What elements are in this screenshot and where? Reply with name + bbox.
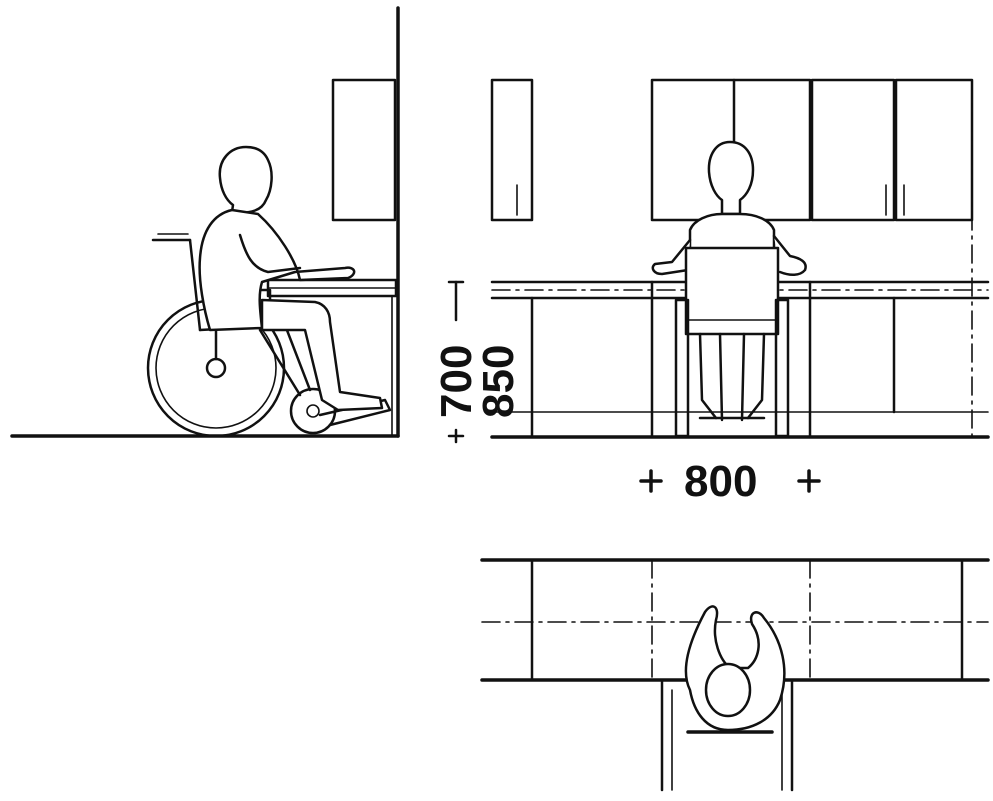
side-backrest (188, 238, 202, 332)
side-person-head (218, 145, 273, 214)
front-wall-cabinet-1 (490, 78, 534, 222)
dim-850-label: 850 (474, 345, 523, 418)
front-person-legs (698, 332, 766, 422)
front-person-head (707, 140, 755, 216)
side-frame (258, 323, 312, 397)
plan-person-wheelchair (660, 605, 794, 792)
side-caster-hub (306, 404, 320, 418)
front-wheel-left (674, 298, 690, 438)
horizontal-dimension: 800 (639, 457, 821, 506)
side-elevation (10, 6, 400, 438)
side-wall-cabinet (331, 78, 397, 222)
front-person-wheelchair (651, 140, 807, 438)
dim-800-label: 800 (684, 457, 757, 506)
front-person-hand-right (772, 234, 807, 276)
plan-person-head (704, 662, 752, 718)
side-rear-wheel-hub (205, 357, 227, 379)
front-elevation (490, 78, 990, 439)
front-wall-cabinet-3 (810, 78, 896, 222)
plan-view (480, 558, 990, 792)
front-wheel-right (774, 298, 790, 438)
dim-700-label: 700 (432, 345, 481, 418)
vertical-dimensions: 700 850 (432, 280, 523, 444)
front-wall-cabinet-4 (894, 78, 974, 222)
side-person-leg (260, 298, 384, 412)
side-person (198, 145, 384, 412)
front-wheelchair-backrest (684, 246, 780, 336)
front-person-shoulders (688, 212, 776, 254)
front-person-hand-left (651, 238, 692, 276)
side-person-arm (238, 233, 302, 274)
